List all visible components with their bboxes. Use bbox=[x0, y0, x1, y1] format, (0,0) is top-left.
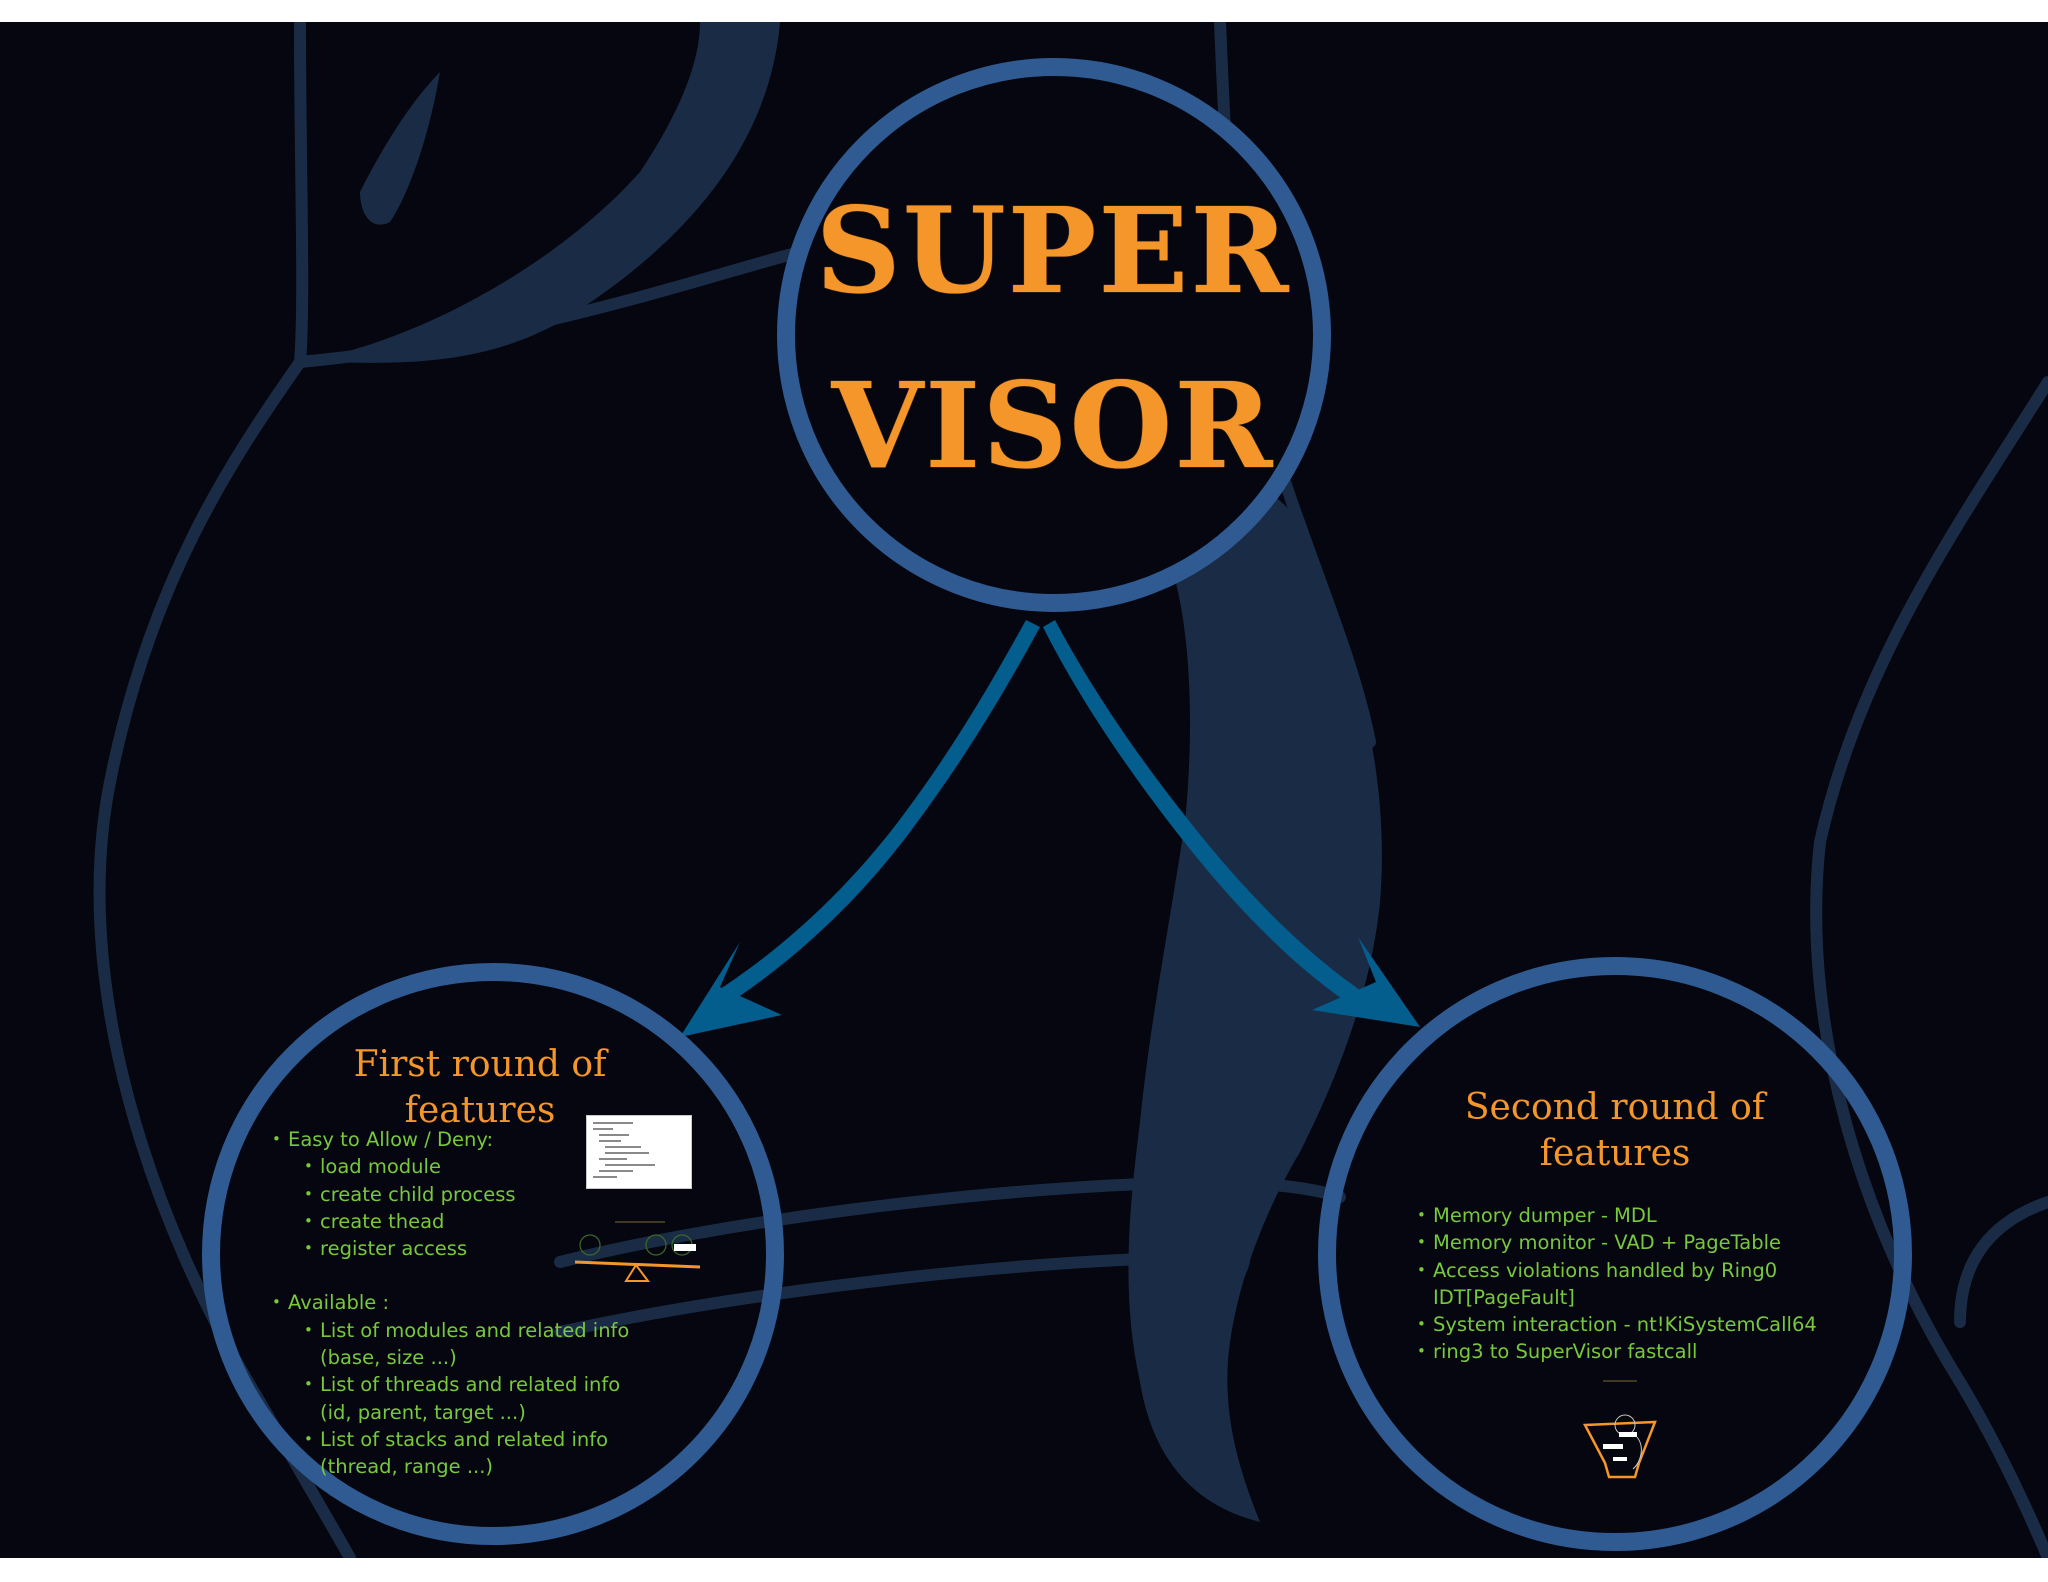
figure-outline-arm-lower bbox=[554, 1251, 1206, 1338]
figure-leaf bbox=[360, 72, 440, 225]
available-item: Available : List of modules and related … bbox=[272, 1289, 629, 1480]
allow-deny-subitem: create thead bbox=[304, 1208, 629, 1236]
first-round-heading-line2: features bbox=[404, 1090, 556, 1131]
prezi-canvas: SUPER VISOR First round of features Easy… bbox=[0, 22, 2048, 1558]
allow-deny-subitem: load module bbox=[304, 1153, 629, 1181]
diagram-shapes bbox=[202, 58, 1912, 1551]
available-subitem-line2: (base, size ...) bbox=[320, 1346, 457, 1370]
allow-deny-item: Easy to Allow / Deny: load module create… bbox=[272, 1126, 629, 1263]
second-round-heading: Second round of features bbox=[1450, 1085, 1780, 1177]
available-subitem-line2: (id, parent, target ...) bbox=[320, 1400, 526, 1424]
available-label: Available : bbox=[288, 1291, 390, 1315]
available-subitem-line1: List of modules and related info bbox=[320, 1318, 630, 1342]
first-round-heading-line1: First round of bbox=[353, 1044, 607, 1085]
circle-first-round bbox=[202, 963, 784, 1545]
second-round-item: Memory dumper - MDL bbox=[1417, 1202, 1817, 1230]
figure-hair bbox=[300, 22, 780, 363]
figure-hand bbox=[1150, 1200, 1250, 1315]
second-round-heading-line2: features bbox=[1539, 1133, 1691, 1174]
allow-deny-subitem: register access bbox=[304, 1235, 629, 1263]
available-subitem-line1: List of threads and related info bbox=[320, 1373, 621, 1397]
funnel-icon bbox=[1582, 1380, 1657, 1479]
available-subitem-line1: List of stacks and related info bbox=[320, 1427, 609, 1451]
arrow-left-shaft bbox=[706, 620, 1040, 1012]
circle-supervisor bbox=[777, 58, 1331, 612]
arrow-left-head bbox=[680, 942, 782, 1037]
second-round-item: System interaction - nt!KiSystemCall64 bbox=[1417, 1311, 1817, 1339]
allow-deny-label: Easy to Allow / Deny: bbox=[288, 1128, 494, 1151]
figure-outline-right bbox=[1810, 376, 2048, 1558]
code-screenshot-icon bbox=[586, 1115, 692, 1189]
arrow-right-head bbox=[1312, 937, 1420, 1027]
second-round-item-line2: IDT[PageFault] bbox=[1433, 1285, 1575, 1309]
second-round-item: Memory monitor - VAD + PageTable bbox=[1417, 1229, 1817, 1257]
available-subitem: List of threads and related info (id, pa… bbox=[304, 1371, 629, 1426]
title-visor: VISOR bbox=[831, 356, 1275, 495]
allow-deny-subitem: create child process bbox=[304, 1181, 629, 1209]
second-round-item: Access violations handled by Ring0 IDT[P… bbox=[1417, 1257, 1817, 1312]
first-round-list: Easy to Allow / Deny: load module create… bbox=[272, 1126, 629, 1481]
available-subitem: List of stacks and related info (thread,… bbox=[304, 1426, 629, 1481]
arrow-right-shaft bbox=[1043, 620, 1370, 1011]
figure-outline-hip bbox=[1954, 1196, 2048, 1328]
second-round-item-line1: Access violations handled by Ring0 bbox=[1433, 1258, 1778, 1282]
second-round-heading-line1: Second round of bbox=[1464, 1087, 1766, 1128]
arrow-right bbox=[1043, 620, 1420, 1027]
second-round-item: ring3 to SuperVisor fastcall bbox=[1417, 1338, 1817, 1366]
available-subitem-line2: (thread, range ...) bbox=[320, 1455, 494, 1479]
available-subitem: List of modules and related info (base, … bbox=[304, 1317, 629, 1372]
arrow-left bbox=[680, 620, 1040, 1037]
second-round-list: Memory dumper - MDL Memory monitor - VAD… bbox=[1417, 1202, 1817, 1366]
title-super: SUPER bbox=[815, 181, 1291, 320]
first-round-heading: First round of features bbox=[320, 1042, 640, 1134]
balance-scale-icon bbox=[574, 1221, 701, 1282]
circle-second-round bbox=[1318, 957, 1912, 1551]
